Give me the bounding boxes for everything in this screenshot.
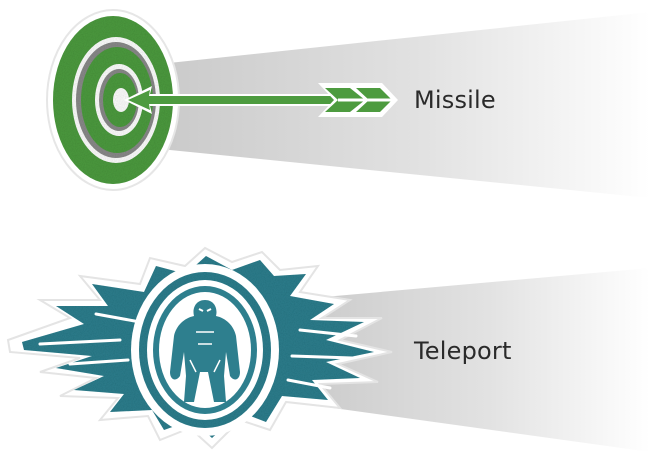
teleport-label: Teleport xyxy=(414,337,512,365)
target-arrow-icon xyxy=(46,9,398,191)
teleport-portal-icon xyxy=(6,246,393,450)
missile-label: Missile xyxy=(414,86,496,114)
teleport-item xyxy=(6,246,650,452)
missile-beam xyxy=(150,12,650,198)
missile-item xyxy=(46,9,650,198)
teleport-beam xyxy=(290,268,650,452)
